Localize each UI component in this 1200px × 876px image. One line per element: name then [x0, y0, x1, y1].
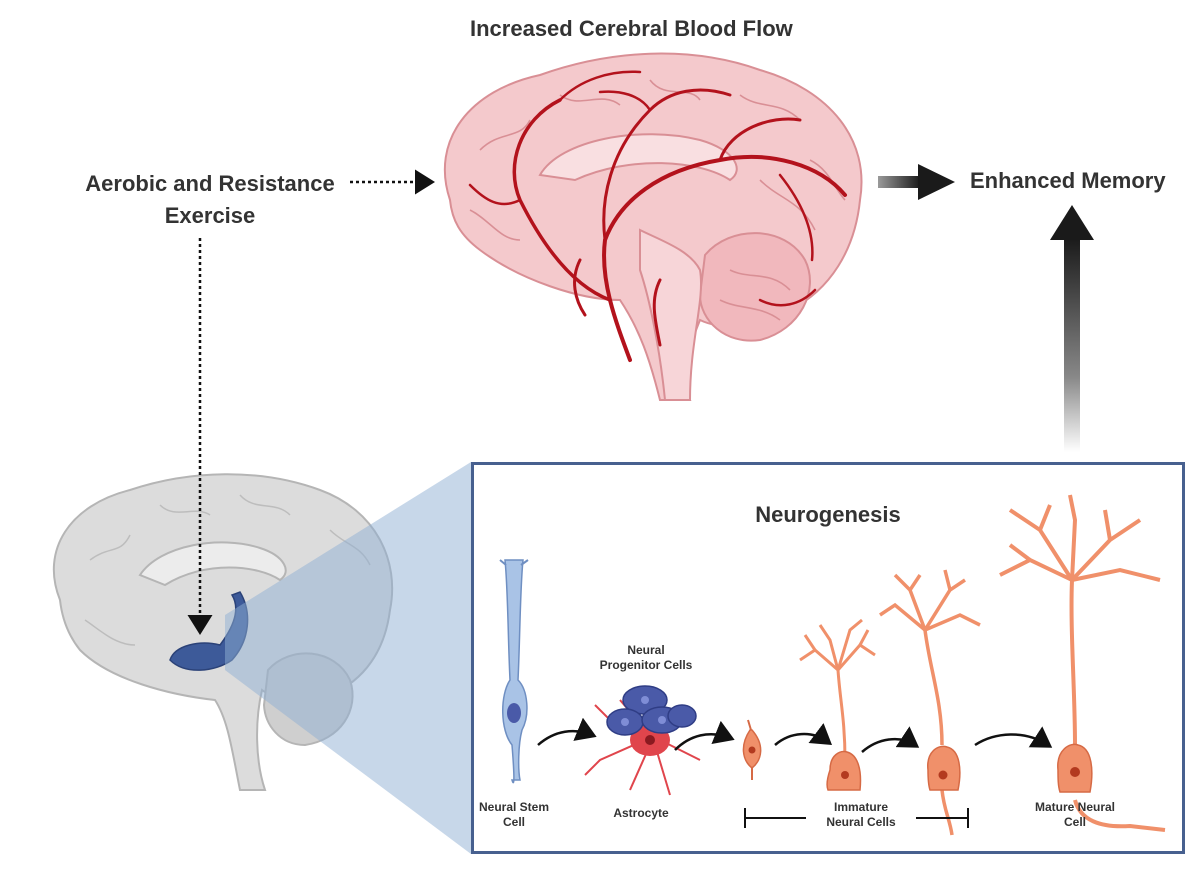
zoom-projection-cone: [225, 462, 471, 854]
stage-arrows: [537, 717, 1053, 753]
mature-neural-cell: [999, 494, 1166, 832]
pink-brainstem: [639, 228, 702, 401]
grey-brain-corpus-callosum: [138, 541, 287, 587]
enhanced-memory-label: Enhanced Memory: [970, 168, 1166, 193]
neurogenesis-to-memory-arrow: [1050, 205, 1094, 452]
pink-brain-cerebellum: [698, 232, 811, 342]
gyri-lines: [469, 79, 846, 321]
immature-cell-large: [879, 569, 981, 836]
pink-brain-illustration: [443, 52, 863, 401]
immature-medium-to-large-arrow: [861, 726, 920, 753]
astrocyte-label: Astrocyte: [613, 806, 669, 820]
stem-label-line2: Cell: [502, 815, 525, 829]
neurogenesis-title: Neurogenesis: [755, 502, 901, 527]
immature-neural-cells-label: Immature Neural Cells: [806, 800, 916, 830]
immature-small-to-medium-arrow: [774, 723, 833, 746]
blood-flow-to-memory-arrow: [878, 164, 955, 200]
immature-cell-small: [742, 719, 762, 780]
immature-label-line1: Immature: [833, 800, 889, 814]
progenitor-and-astrocyte-cluster: [584, 685, 701, 796]
neurogenesis-panel: [471, 462, 1185, 854]
exercise-label-line2: Exercise: [164, 203, 256, 228]
mature-neural-cell-label: Mature Neural Cell: [1030, 800, 1120, 830]
progenitor-to-immature-arrow: [674, 720, 735, 751]
stem-to-progenitor-arrow: [537, 717, 597, 746]
immature-label-line2: Neural Cells: [826, 815, 896, 829]
mature-label-line2: Cell: [1063, 815, 1086, 829]
mature-label-line1: Mature Neural: [1034, 800, 1116, 814]
progenitor-label-line1: Neural: [627, 643, 665, 657]
exercise-label: Aerobic and Resistance Exercise: [40, 168, 380, 232]
pink-brain-corpus-callosum: [538, 133, 738, 182]
neural-progenitor-label: Neural Progenitor Cells: [586, 643, 706, 673]
blood-flow-label: Increased Cerebral Blood Flow: [470, 16, 793, 41]
immature-cell-medium: [799, 618, 876, 791]
stem-label-line1: Neural Stem: [478, 800, 550, 814]
neural-stem-cell: [499, 559, 529, 784]
progenitor-label-line2: Progenitor Cells: [599, 658, 693, 672]
neural-stem-cell-label: Neural Stem Cell: [472, 800, 556, 830]
immature-to-mature-arrow: [974, 726, 1053, 748]
blood-vessels: [468, 70, 847, 362]
exercise-label-line1: Aerobic and Resistance: [85, 171, 335, 196]
